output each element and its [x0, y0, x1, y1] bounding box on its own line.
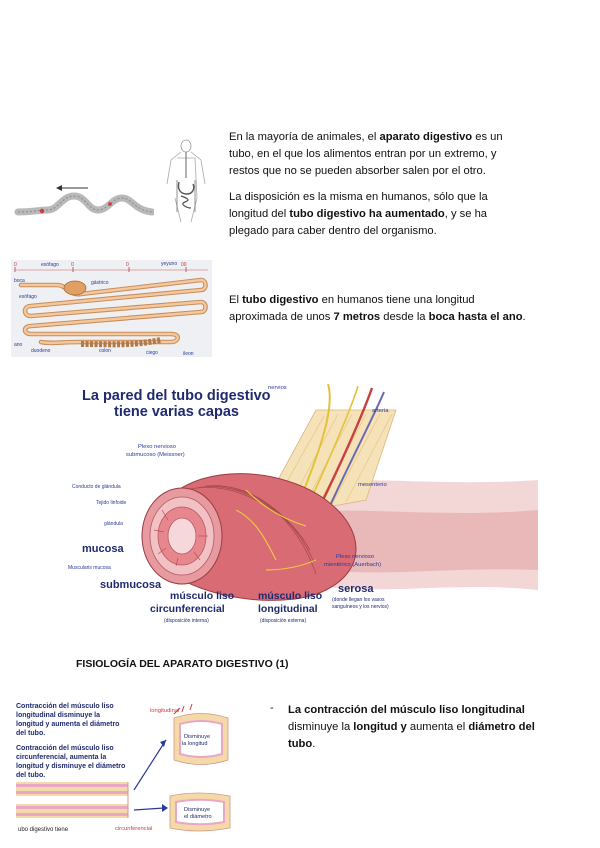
svg-text:0: 0	[14, 262, 17, 268]
label-submucosa: submucosa	[100, 579, 162, 591]
label-musculo-longitudinal-1: músculo liso	[258, 590, 322, 602]
bold-run: tubo digestivo	[242, 294, 318, 306]
label-circunferencial-note: (disposición interna)	[164, 618, 209, 624]
label-circunferencial: circunferencial	[115, 826, 152, 832]
label-conducto: Conducto de glándula	[72, 484, 121, 490]
label-musculo-circunferencial-1: músculo liso	[170, 590, 234, 602]
intro-paragraph-1: En la mayoría de animales, el aparato di…	[229, 129, 519, 180]
text2-line-1: Contracción del músculo liso	[16, 745, 114, 752]
label-tejido: Tejido linfoide	[96, 500, 127, 506]
worm-figure	[14, 180, 154, 220]
label-disminuye-longitud-2: la longitud	[182, 741, 208, 747]
text1-line-4: del tubo.	[16, 730, 45, 737]
label-plexo-mienterico-2: mientérico (Auerbach)	[324, 562, 381, 568]
text-run: disminuye la	[288, 721, 353, 733]
label-plexo-submucoso-1: Plexo nervioso	[138, 444, 176, 450]
intestine-length-figure: 0 0 0 00 esófago yeyuno boca esófago gás…	[11, 260, 212, 357]
bold-run: La contracción del músculo liso longitud…	[288, 704, 525, 716]
text-run: .	[312, 738, 315, 750]
label-musculo-circunferencial-2: circunferencial	[150, 603, 225, 615]
bullet-item: - La contracción del músculo liso longit…	[270, 702, 540, 753]
label-longitudinal: longitudinal	[150, 708, 179, 714]
label-mesenterio: mesenterio	[358, 482, 387, 488]
label-ano: ano	[14, 342, 23, 348]
text-run: desde la	[380, 311, 429, 323]
wall-title-line-1: La pared del tubo digestivo	[82, 388, 271, 404]
label-disminuye-diametro-1: Disminuye	[184, 807, 210, 813]
label-arteria: arteria	[372, 408, 389, 414]
label-boca: boca	[14, 278, 25, 284]
label-esofago: esófago	[19, 294, 37, 300]
figure-caption: ubo digestivo tiene	[18, 827, 69, 833]
label-disminuye-longitud-1: Disminuye	[184, 734, 210, 740]
label-glandula: glándula	[104, 521, 123, 527]
label-plexo-submucoso-2: submucoso (Meissner)	[126, 452, 185, 458]
text1-line-2: longitudinal disminuye la	[16, 712, 100, 719]
bold-run: longitud y	[353, 721, 406, 733]
label-serosa: serosa	[338, 583, 374, 595]
bold-run: 7 metros	[333, 311, 380, 323]
text1-line-3: longitud y aumenta el diámetro	[16, 721, 119, 728]
human-digestive-figure	[163, 138, 209, 224]
digestive-wall-figure: La pared del tubo digestivo tiene varias…	[66, 370, 538, 628]
svg-text:0: 0	[126, 262, 129, 268]
text2-line-4: del tubo.	[16, 772, 45, 779]
label-longitudinal-note: (disposición externa)	[260, 618, 306, 624]
label-yeyuno: yeyuno	[161, 261, 177, 267]
bold-run: boca hasta el ano	[429, 311, 523, 323]
bold-run: tubo digestivo ha aumentado	[289, 208, 444, 220]
intro-text: En la mayoría de animales, el aparato di…	[229, 129, 519, 240]
label-muscularis: Muscularis mucosa	[68, 565, 111, 571]
text1-line-1: Contracción del músculo liso	[16, 703, 114, 710]
text-run: .	[523, 311, 526, 323]
svg-text:0: 0	[71, 262, 74, 268]
label-gastrico: gástrico	[91, 280, 109, 286]
section-title: FISIOLOGÍA DEL APARATO DIGESTIVO (1)	[76, 658, 289, 670]
label-mucosa: mucosa	[82, 543, 124, 555]
label-colon: colon	[99, 348, 111, 354]
contraction-figure: Contracción del músculo liso longitudina…	[14, 700, 256, 836]
label-serosa-note-2: sanguíneos y los nervios)	[332, 604, 389, 610]
length-paragraph: El tubo digestivo en humanos tiene una l…	[229, 292, 534, 326]
label-disminuye-diametro-2: el diámetro	[184, 814, 212, 820]
intro-paragraph-2: La disposición es la misma en humanos, s…	[229, 189, 519, 240]
label-musculo-longitudinal-2: longitudinal	[258, 603, 318, 615]
label-duodeno: duodeno	[31, 348, 51, 354]
svg-text:00: 00	[181, 262, 187, 268]
text-run: En la mayoría de animales, el	[229, 131, 380, 143]
text2-line-2: circunferencial, aumenta la	[16, 754, 106, 761]
text-run: El	[229, 294, 242, 306]
text-run: aumenta el	[407, 721, 469, 733]
label-esofago-top: esófago	[41, 262, 59, 268]
bold-run: aparato digestivo	[380, 131, 473, 143]
text2-line-3: longitud y disminuye el diámetro	[16, 763, 125, 770]
length-text: El tubo digestivo en humanos tiene una l…	[229, 292, 534, 326]
bullet-marker: -	[270, 702, 274, 714]
label-ciego: ciego	[146, 350, 158, 356]
bullet-text: La contracción del músculo liso longitud…	[288, 702, 540, 753]
wall-title-line-2: tiene varias capas	[114, 404, 239, 420]
label-ileon: ileon	[183, 351, 194, 357]
label-plexo-mienterico-1: Plexo nervioso	[336, 554, 374, 560]
label-serosa-note-1: (donde llegan los vasos	[332, 597, 385, 603]
label-nervios: nervios	[268, 385, 287, 391]
